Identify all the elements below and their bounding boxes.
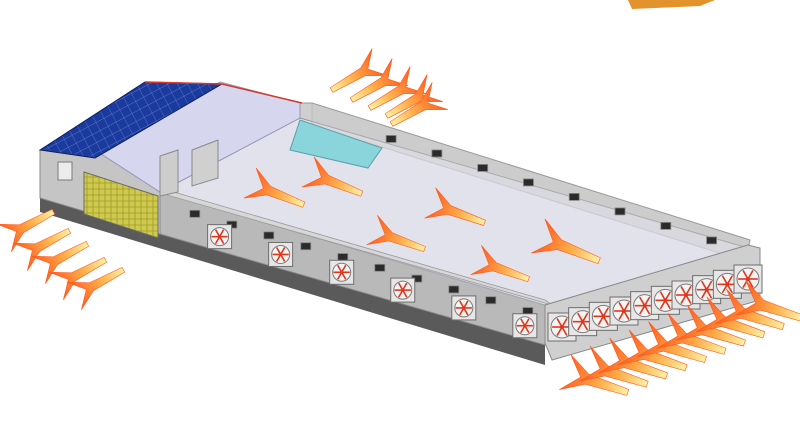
- airflow-chevron-arrow: [66, 266, 126, 311]
- inlet-arrow-left: [30, 240, 90, 285]
- top-wall-window: [568, 193, 580, 201]
- skylight-inlet: [289, 119, 383, 169]
- side-wall-window: [189, 209, 201, 218]
- airflow-chevron-arrow: [12, 227, 72, 272]
- end-wall-fan: [671, 280, 701, 310]
- fan-hub: [601, 314, 606, 319]
- airflow-chevron-arrow: [734, 280, 800, 322]
- partition-wall-right: [191, 139, 219, 187]
- interior-flow-arrow: [301, 156, 364, 197]
- side-wall-fan: [451, 295, 477, 321]
- side-wall-window: [263, 231, 275, 240]
- side-wall-window: [374, 263, 386, 272]
- fan-hub: [642, 303, 647, 308]
- gable-door: [57, 161, 73, 181]
- airflow-chevron-arrow: [424, 187, 486, 226]
- top-wall-window: [385, 135, 397, 143]
- fan-hub: [663, 298, 668, 303]
- side-wall-fan: [329, 259, 355, 285]
- airflow-chevron-arrow: [384, 74, 443, 119]
- top-wall-window: [660, 221, 672, 230]
- inlet-arrow-top: [384, 74, 443, 119]
- top-wall-window: [523, 178, 534, 187]
- inlet-arrow-left: [66, 266, 126, 311]
- corner-accent: [628, 0, 715, 9]
- airflow-chevron-arrow: [389, 82, 448, 127]
- airflow-chevron-arrow: [0, 208, 56, 253]
- airflow-chevron-arrow: [349, 58, 408, 103]
- airflow-chevron-arrow: [367, 66, 426, 111]
- fan-hub: [725, 282, 730, 287]
- airflow-chevron-arrow: [243, 167, 306, 208]
- base-strip: [40, 196, 545, 365]
- inlet-arrow-top: [389, 82, 448, 127]
- airflow-chevron-arrow: [470, 245, 530, 283]
- fan-hub: [462, 306, 466, 310]
- fan-hub: [746, 277, 750, 281]
- fan-hub: [560, 325, 564, 329]
- interior-flow-arrow: [424, 187, 486, 226]
- top-wall-window: [477, 164, 489, 172]
- fan-hub: [340, 270, 344, 274]
- fan-hub: [523, 324, 527, 328]
- side-wall-fan: [512, 313, 538, 339]
- side-wall-window: [485, 296, 497, 305]
- fan-hub: [580, 319, 585, 324]
- fan-hub: [217, 235, 222, 239]
- interior-flow-arrow: [530, 218, 601, 265]
- fan-hub: [279, 252, 283, 257]
- airflow-chevron-arrow: [48, 256, 108, 301]
- interior-flow-arrow: [366, 215, 426, 253]
- top-wall-window: [431, 149, 443, 158]
- inlet-arrow-top: [367, 66, 426, 111]
- side-wall-window: [337, 253, 349, 261]
- interior-flow-arrow: [243, 167, 306, 208]
- cooling-pad: [83, 171, 159, 239]
- inlet-arrow-left: [0, 208, 56, 253]
- interior-flow-arrow: [470, 245, 530, 283]
- top-wall-window: [614, 207, 626, 216]
- top-wall-window: [706, 236, 717, 245]
- airflow-chevron-arrow: [329, 48, 388, 93]
- fan-hub: [684, 293, 688, 297]
- side-wall-window: [448, 285, 460, 294]
- fan-hub: [622, 309, 626, 313]
- side-wall-fan: [268, 241, 294, 267]
- fan-hub: [704, 287, 709, 292]
- inlet-arrow-left: [12, 227, 72, 272]
- end-wall-fan: [547, 312, 577, 342]
- end-wall-fan: [733, 264, 763, 294]
- partition-wall-left: [159, 149, 179, 197]
- side-wall-fan: [207, 224, 233, 250]
- side-wall-window: [300, 242, 312, 251]
- airflow-chevron-arrow: [366, 215, 426, 253]
- inlet-arrow-top: [349, 58, 408, 103]
- end-wall-fan: [650, 285, 680, 315]
- side-wall-fan: [390, 277, 416, 303]
- inlet-arrow-top: [329, 48, 388, 93]
- end-wall-fan: [588, 301, 618, 331]
- airflow-chevron-arrow: [530, 218, 601, 265]
- airflow-chevron-arrow: [30, 240, 90, 285]
- exhaust-arrow-right: [734, 280, 800, 322]
- roof-ridge: [144, 81, 303, 104]
- inlet-arrow-left: [48, 256, 108, 301]
- airflow-chevron-arrow: [301, 156, 364, 197]
- fan-hub: [401, 288, 405, 292]
